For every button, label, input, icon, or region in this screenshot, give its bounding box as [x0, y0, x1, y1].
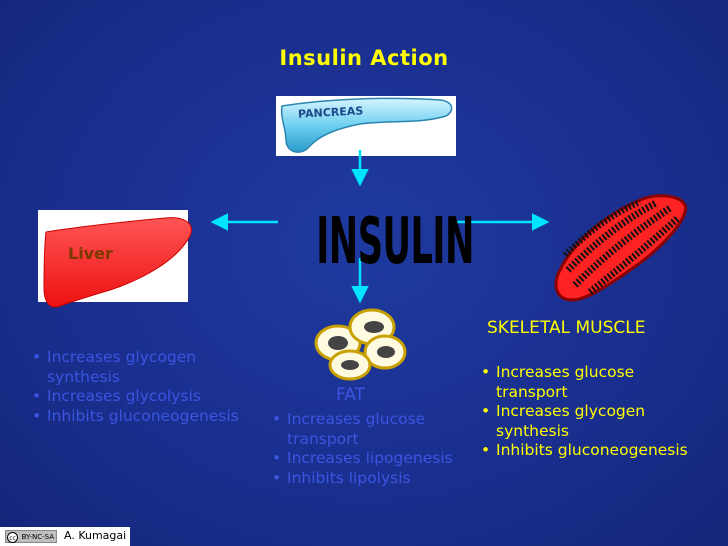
muscle-label: SKELETAL MUSCLE [487, 318, 646, 338]
fat-effects-list: Increases glucose transport Increases li… [268, 410, 453, 488]
slide-title: Insulin Action [279, 46, 449, 70]
insulin-label: INSULIN [316, 205, 474, 279]
license-text: BY-NC-SA [21, 533, 54, 541]
liver-label: Liver [68, 244, 113, 263]
liver-effects-list: Increases glycogen synthesis Increases g… [28, 348, 263, 426]
muscle-effect-item: Increases glycogen synthesis [477, 402, 697, 441]
fat-effect-item: Increases lipogenesis [268, 449, 453, 469]
liver-image [38, 210, 192, 308]
pancreas-image [276, 96, 456, 156]
liver-effect-item: Increases glycolysis [28, 387, 263, 407]
muscle-effect-item: Inhibits gluconeogenesis [477, 441, 697, 461]
fat-effect-item: Inhibits lipolysis [268, 469, 453, 489]
muscle-effect-item: Increases glucose transport [477, 363, 697, 402]
author-credit: A. Kumagai [64, 529, 127, 542]
liver-effect-item: Inhibits gluconeogenesis [28, 407, 263, 427]
license-badge[interactable]: cc BY-NC-SA [5, 530, 57, 543]
creative-commons-icon: cc [7, 532, 18, 543]
liver-effect-item: Increases glycogen synthesis [28, 348, 263, 387]
fat-label: FAT [336, 385, 365, 405]
fat-effect-item: Increases glucose transport [268, 410, 453, 449]
fat-cells-image [314, 308, 407, 381]
muscle-image [554, 194, 687, 302]
muscle-effects-list: Increases glucose transport Increases gl… [477, 363, 697, 461]
